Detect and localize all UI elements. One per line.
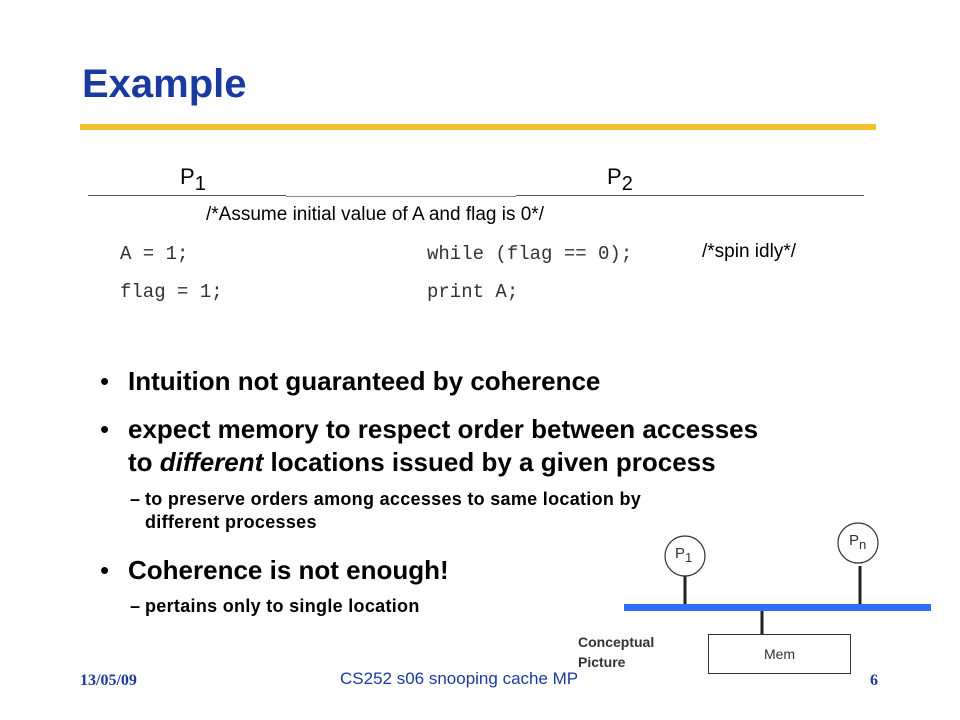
bullet-2-pre: to [128, 447, 160, 477]
p2-header: P2 [607, 164, 633, 196]
diagram-caption-line-1: Conceptual [578, 634, 655, 650]
diagram-caption-line-2: Picture [578, 654, 626, 670]
title-underline [80, 124, 876, 130]
processor-n-label: Pn [849, 532, 866, 552]
processor-1-letter: P [675, 545, 686, 562]
processor-1-node [664, 535, 706, 577]
sub-bullet-1-line-1: to preserve orders among accesses to sam… [145, 489, 642, 509]
processor-n-letter: P [849, 532, 860, 549]
memory-box: Mem [708, 634, 851, 674]
p1-rule [88, 195, 286, 196]
bullet-marker-2: • [100, 414, 110, 444]
p1-header: P1 [180, 164, 206, 196]
p2-subscript: 2 [621, 173, 633, 195]
processor-n-node [837, 522, 879, 564]
assume-comment: /*Assume initial value of A and flag is … [206, 204, 544, 225]
p2-code-line-1: while (flag == 0); [427, 243, 633, 265]
footer-date: 13/05/09 [80, 672, 137, 689]
p2-label: P [607, 164, 622, 189]
footer-page-number: 6 [870, 672, 878, 689]
slide-title: Example [82, 62, 247, 106]
processor-1-subscript: 1 [685, 550, 693, 565]
middle-rule [286, 196, 516, 197]
p1-code-line-1: A = 1; [120, 243, 189, 265]
p1-subscript: 1 [194, 173, 206, 195]
bullet-2-emphasis: different [159, 447, 264, 477]
bullet-marker-1: • [100, 366, 110, 396]
sub-bullet-dash-2: – [130, 596, 141, 616]
p1-label: P [180, 164, 195, 189]
bullet-2-line-1: expect memory to respect order between a… [128, 414, 759, 444]
p1-code-line-2: flag = 1; [120, 281, 223, 303]
bullet-marker-3: • [100, 555, 110, 585]
footer-course: CS252 s06 snooping cache MP [340, 669, 579, 688]
sub-bullet-1-line-2: different processes [145, 512, 317, 532]
p2-code-line-1-comment: /*spin idly*/ [702, 241, 796, 262]
p2-code-line-2: print A; [427, 281, 519, 303]
sub-bullet-dash-1: – [130, 489, 141, 509]
shared-bus [624, 604, 931, 611]
sub-bullet-2-line-1: pertains only to single location [145, 596, 420, 616]
bullet-2-line-2: to different locations issued by a given… [128, 447, 716, 478]
diagram-caption: Conceptual Picture [578, 632, 654, 672]
processor-1-label: P1 [675, 545, 692, 565]
memory-label: Mem [763, 646, 796, 662]
bullet-1: Intuition not guaranteed by coherence [128, 366, 601, 396]
processor-n-subscript: n [859, 537, 867, 552]
bullet-2-post: locations issued by a given process [263, 447, 716, 477]
p2-rule [516, 195, 864, 196]
bullet-3: Coherence is not enough! [128, 555, 449, 585]
